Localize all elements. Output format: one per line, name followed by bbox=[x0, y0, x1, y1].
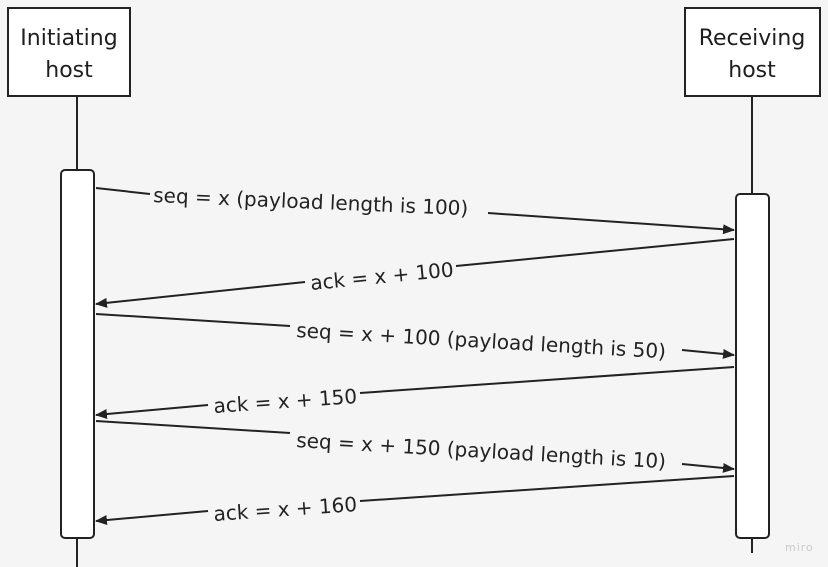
message-4-arrow bbox=[95, 366, 735, 420]
message-5-arrow bbox=[95, 420, 735, 473]
receiver-box bbox=[684, 7, 821, 97]
message-5-label: seq = x + 150 (payload length is 10) bbox=[296, 428, 667, 473]
receiver-name-line1: Receiving bbox=[699, 26, 806, 51]
message-2-label: ack = x + 100 bbox=[309, 257, 454, 295]
receiver-name-line2: host bbox=[728, 58, 776, 83]
initiator-activation bbox=[60, 169, 95, 539]
miro-watermark: miro bbox=[785, 541, 814, 554]
message-1-arrow bbox=[95, 187, 735, 235]
initiator-box bbox=[7, 7, 131, 97]
message-3-label: seq = x + 100 (payload length is 50) bbox=[296, 318, 667, 363]
message-6-label: ack = x + 160 bbox=[213, 492, 358, 526]
initiator-name-line1: Initiating bbox=[20, 26, 117, 51]
message-6-arrow bbox=[95, 475, 735, 526]
message-4-label: ack = x + 150 bbox=[213, 384, 358, 418]
message-1-label: seq = x (payload length is 100) bbox=[153, 183, 469, 220]
message-2-arrow bbox=[95, 238, 735, 308]
message-3-arrow bbox=[95, 313, 735, 359]
receiver-activation bbox=[735, 193, 770, 539]
initiator-name-line2: host bbox=[45, 58, 93, 83]
